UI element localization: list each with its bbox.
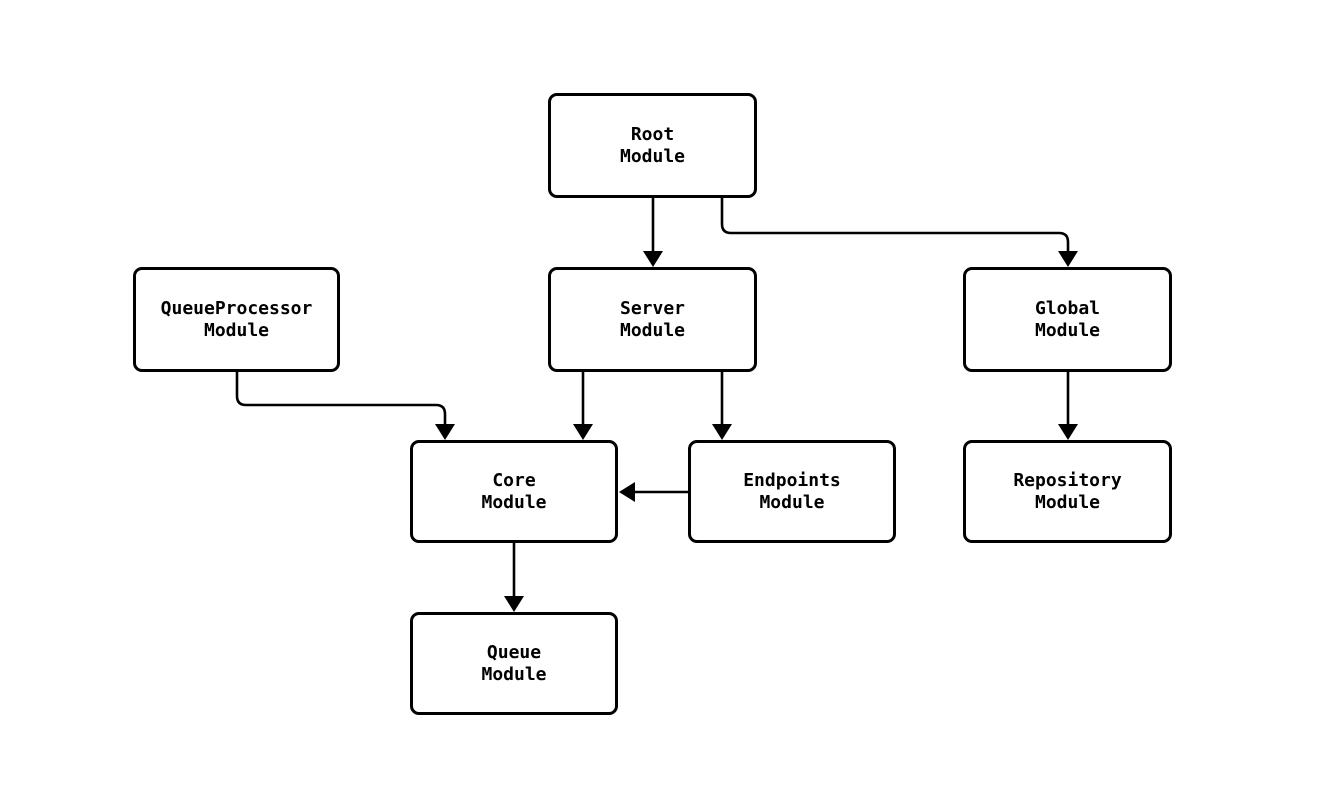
edge-root-to-server: [643, 198, 663, 267]
node-queue-module: Queue Module: [410, 612, 618, 715]
node-root-module: Root Module: [548, 93, 757, 198]
node-global-module-label: Global Module: [1034, 297, 1101, 341]
node-root-module-label: Root Module: [619, 123, 686, 167]
edge-global-to-repository: [1058, 372, 1078, 440]
node-server-module: Server Module: [548, 267, 757, 372]
edge-endpoints-to-core: [619, 482, 688, 502]
node-repository-module-label: Repository Module: [1013, 469, 1122, 513]
edge-root-to-global: [720, 198, 1078, 267]
node-core-module: Core Module: [410, 440, 618, 543]
node-endpoints-module-label: Endpoints Module: [743, 469, 841, 513]
node-queueprocessor-module: QueueProcessor Module: [133, 267, 340, 372]
node-repository-module: Repository Module: [963, 440, 1172, 543]
node-global-module: Global Module: [963, 267, 1172, 372]
node-server-module-label: Server Module: [619, 297, 686, 341]
edge-queueprocessor-to-core: [235, 372, 455, 440]
edge-server-to-core: [573, 372, 593, 440]
node-queueprocessor-module-label: QueueProcessor Module: [160, 297, 313, 341]
node-queue-module-label: Queue Module: [481, 641, 547, 685]
edge-server-to-endpoints: [712, 372, 732, 440]
node-endpoints-module: Endpoints Module: [688, 440, 896, 543]
node-core-module-label: Core Module: [481, 469, 547, 513]
edge-core-to-queue: [504, 543, 524, 612]
